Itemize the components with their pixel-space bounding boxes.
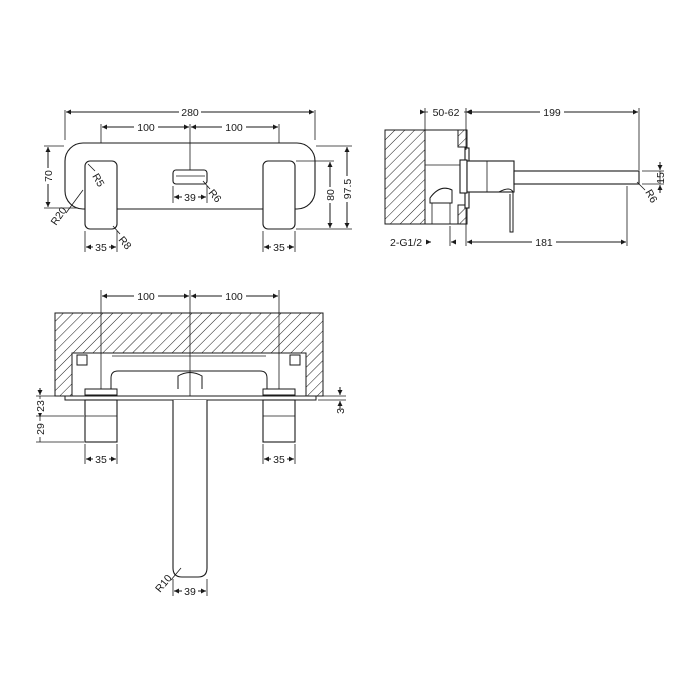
- left-handle: [84, 160, 118, 230]
- dim-handle-width-left: 35: [95, 242, 107, 254]
- dim-wall-depth: 50-62: [433, 107, 460, 119]
- dim-handle-upper-height: 23: [35, 400, 47, 412]
- spout-plan: [172, 400, 208, 578]
- wall-section: [384, 129, 426, 225]
- dim-plan-handle-width-right: 35: [273, 454, 285, 466]
- spout-arm: [513, 170, 640, 185]
- dim-handle-lower-height: 29: [35, 423, 47, 435]
- label-radius-r5: R5: [89, 172, 106, 190]
- dim-plan-spacing-right: 100: [225, 291, 243, 303]
- front-view: 280 100 100 70 80 97.5 R5 R20 R8: [41, 104, 354, 254]
- dim-spacing-left: 100: [137, 122, 155, 134]
- right-handle: [262, 160, 296, 230]
- dim-plan-spout-width: 39: [184, 586, 196, 598]
- dim-plate-thickness: 3: [335, 408, 347, 414]
- dim-spout-projection: 181: [535, 237, 553, 249]
- mounting-plate: [64, 395, 317, 401]
- spout-outlet: [172, 169, 208, 185]
- label-spout-tip-radius: R6: [642, 188, 659, 206]
- dim-spacing-right: 100: [225, 122, 243, 134]
- label-spout-tip-radius-plan: R10: [153, 572, 175, 595]
- dim-plan-handle-width-left: 35: [95, 454, 107, 466]
- right-handle-plan: [262, 399, 296, 443]
- dim-plate-height: 70: [43, 170, 55, 182]
- left-handle-plan: [84, 399, 118, 443]
- dim-spout-reach: 199: [543, 107, 561, 119]
- dim-spout-width: 39: [184, 192, 196, 204]
- plan-view: 100 100 23 29 3 35 35 R10: [33, 289, 347, 598]
- dim-handle-height: 80: [325, 189, 337, 201]
- dim-plan-spacing-left: 100: [137, 291, 155, 303]
- dim-overall-height: 97.5: [342, 179, 354, 200]
- side-view: 50-62 199 181 2-G1/2 15 R6: [384, 105, 667, 249]
- label-radius-r8: R8: [116, 234, 134, 252]
- dim-inlet-thread: 2-G1/2: [390, 237, 422, 249]
- wall-section-plan: [54, 312, 324, 397]
- dim-spout-thickness: 15: [655, 172, 667, 184]
- dim-handle-width-right: 35: [273, 242, 285, 254]
- dim-overall-width: 280: [181, 107, 199, 119]
